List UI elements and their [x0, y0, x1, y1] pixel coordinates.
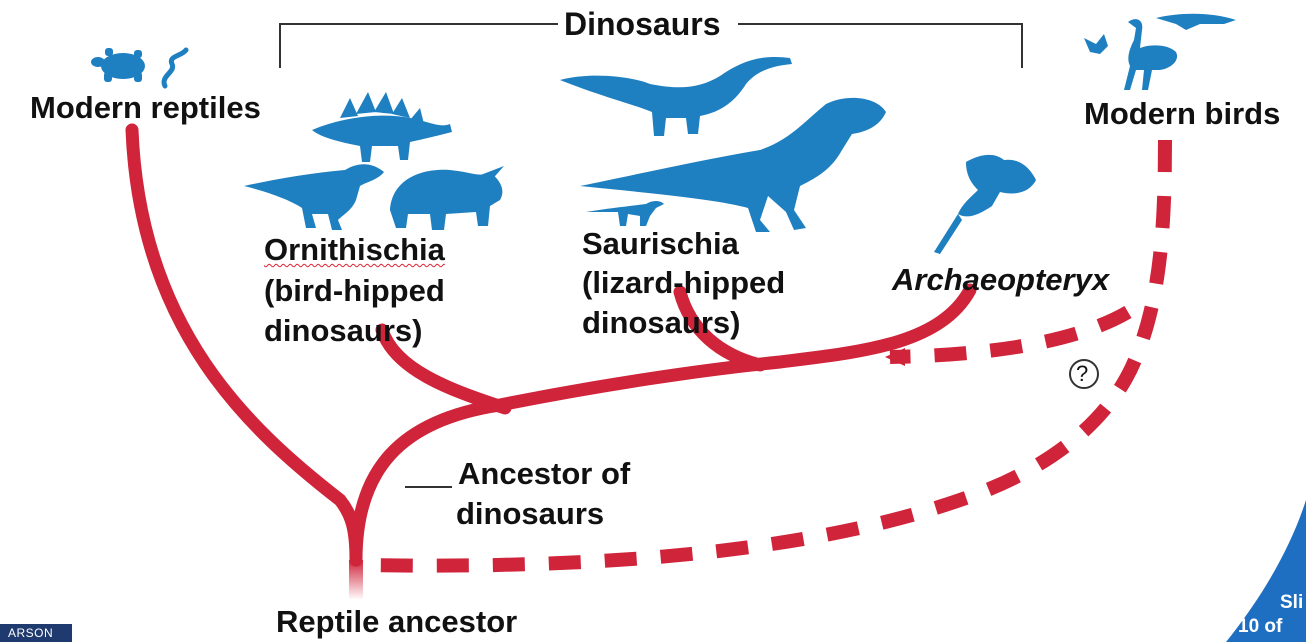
turtle-icon	[91, 48, 145, 82]
snake-icon	[164, 50, 186, 86]
slide-indicator-line1: Sli	[1280, 592, 1303, 614]
sauropod-icon	[560, 57, 792, 136]
modern-reptiles-label: Modern reptiles	[30, 90, 261, 126]
ancestor-of-dinosaurs-line1: Ancestor of	[458, 456, 630, 492]
reptile-ancestor-base	[349, 560, 363, 600]
archaeopteryx-icon	[934, 155, 1036, 254]
eagle-icon	[1156, 14, 1236, 30]
triceratops-icon	[390, 166, 504, 230]
ancestor-of-dinosaurs-line2: dinosaurs	[456, 496, 604, 532]
slide-indicator-line2: 10 of	[1238, 616, 1282, 638]
flying-bird-icon	[1084, 34, 1108, 54]
saurischia-desc-line2: dinosaurs)	[582, 305, 740, 341]
ornithischia-label: Ornithischia	[264, 232, 445, 268]
stegosaurus-icon	[312, 92, 452, 162]
saurischia-label: Saurischia	[582, 226, 739, 262]
reptile-ancestor-label: Reptile ancestor	[276, 604, 517, 640]
archaeopteryx-label: Archaeopteryx	[892, 262, 1109, 298]
iguanodon-icon	[244, 164, 384, 230]
ornithischia-desc-line2: dinosaurs)	[264, 313, 422, 349]
modern-birds-label: Modern birds	[1084, 96, 1280, 132]
ostrich-icon	[1124, 19, 1177, 90]
dinosaurs-bracket-label: Dinosaurs	[564, 6, 720, 42]
small-theropod-icon	[586, 201, 664, 226]
saurischia-desc-line1: (lizard-hipped	[582, 265, 785, 301]
ornithischia-desc-line1: (bird-hipped	[264, 273, 445, 309]
question-mark: ?	[1076, 360, 1088, 388]
publisher-logo: ARSON	[0, 624, 72, 642]
